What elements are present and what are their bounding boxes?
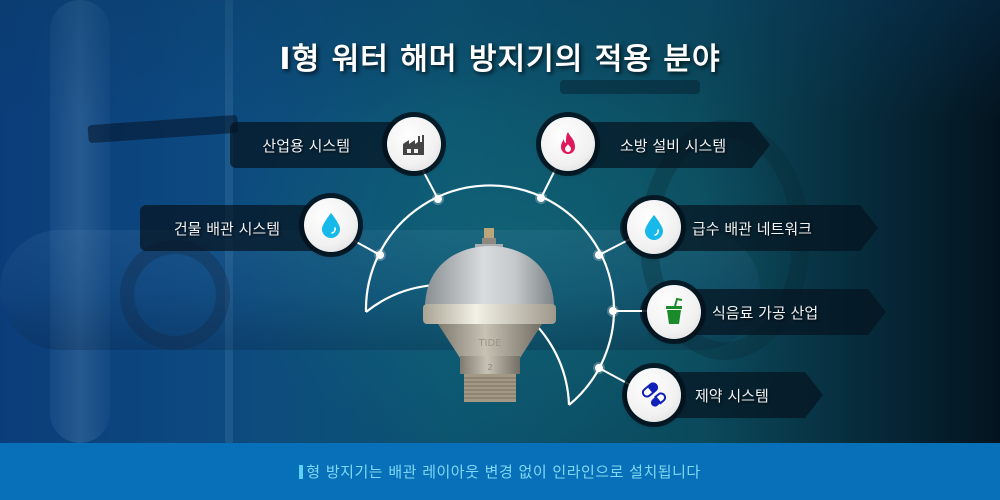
water-hammer-arrestor-image: TIDE 2 <box>423 228 556 402</box>
background-shade <box>0 0 1000 120</box>
water-supply-icon-badge <box>627 200 681 254</box>
connector-diagram <box>339 164 652 406</box>
application-label-text: 제약 시스템 <box>695 386 769 405</box>
page-title: I형 워터 해머 방지기의 적용 분야 <box>279 42 721 77</box>
background-pipe <box>50 0 110 443</box>
svg-text:TIDE: TIDE <box>477 338 501 349</box>
application-label-text: 식음료 가공 산업 <box>712 303 819 322</box>
food-beverage-icon-badge <box>647 285 701 339</box>
water-drop-icon <box>322 213 340 238</box>
footer-text: 형 방지기는 배관 레이아웃 변경 없이 인라인으로 설치됩니다 <box>306 463 701 481</box>
industrial-icon-badge <box>387 117 441 171</box>
accent-bar-letter-i <box>299 464 304 479</box>
fire-icon-badge <box>541 117 595 171</box>
drink-cup-icon <box>666 297 683 324</box>
footer-banner: 형 방지기는 배관 레이아웃 변경 없이 인라인으로 설치됩니다 <box>0 443 1000 500</box>
pharma-icon-badge <box>627 368 681 422</box>
capsule-pill-icon <box>641 382 667 407</box>
building-icon-badge <box>304 198 358 252</box>
water-drop-icon <box>645 215 663 240</box>
background-valve-handle <box>560 80 700 94</box>
factory-icon <box>403 135 424 155</box>
svg-text:2: 2 <box>487 363 492 372</box>
application-label-text: 건물 배관 시스템 <box>173 219 280 238</box>
application-label-text: 산업용 시스템 <box>262 136 350 155</box>
application-label-text: 소방 설비 시스템 <box>620 136 727 155</box>
application-label-text: 급수 배관 네트워크 <box>692 219 812 238</box>
flame-icon <box>561 132 575 154</box>
